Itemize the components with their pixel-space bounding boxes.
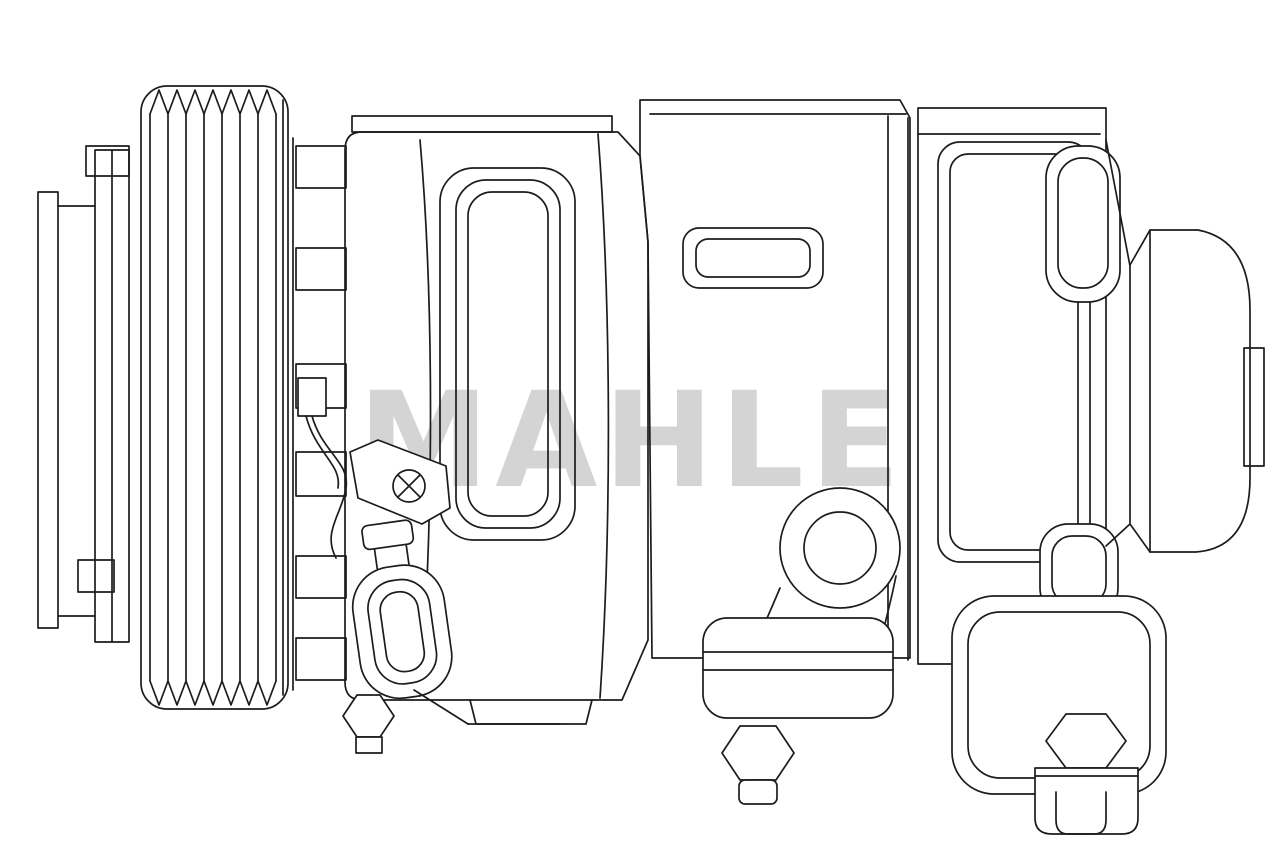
fitting-outline	[951, 595, 1167, 795]
clutch-step	[295, 247, 347, 291]
connector-inner-1	[367, 578, 438, 685]
clutch-step	[295, 555, 347, 599]
lug-outline	[702, 617, 894, 719]
pulley-top-serration	[149, 89, 277, 115]
boss-outline	[682, 227, 824, 289]
fitting-barrel	[1034, 767, 1139, 835]
head-panel-outer	[937, 141, 1091, 563]
bottom-left-bolt	[342, 689, 561, 754]
mounting-plate	[37, 145, 130, 643]
plate-edge-strip	[37, 191, 59, 629]
electrical-connector	[351, 519, 453, 700]
plate-top-tab	[85, 145, 130, 177]
bolt-shank-small	[355, 736, 383, 754]
clutch-lead-wire	[297, 377, 348, 559]
head-panel-inner	[949, 153, 1079, 551]
wire-path-1	[311, 415, 348, 559]
port-flange-inner	[803, 511, 877, 585]
barrel-notch	[1055, 791, 1107, 835]
front-cover-mid	[455, 179, 561, 529]
connector-shell	[351, 564, 453, 700]
pulley-bottom-serration	[149, 680, 277, 706]
cover-bump	[1243, 347, 1265, 467]
boss-inner	[695, 238, 811, 278]
connector-neck	[361, 519, 415, 551]
clutch-step	[295, 637, 347, 681]
cover-outline	[1129, 229, 1251, 553]
connector-inner-2	[379, 590, 426, 673]
connector-stem-left	[373, 545, 379, 570]
cover-link-bottom	[1105, 523, 1131, 547]
ground-screw-bracket	[349, 439, 451, 525]
clutch-step	[295, 451, 347, 497]
poly-v-pulley	[140, 85, 289, 710]
rear-cylinder-head	[907, 107, 1121, 665]
front-cover-inner	[467, 191, 549, 517]
clutch-step	[295, 145, 347, 189]
cover-link-top	[1105, 139, 1131, 267]
bottom-mounting-lug	[702, 617, 894, 805]
end-cover	[1105, 139, 1265, 553]
cylinder-contour-right	[597, 133, 610, 699]
compressor-body	[639, 99, 911, 659]
bolt-shank	[738, 779, 778, 805]
top-mounting-boss	[682, 227, 824, 289]
port-flange	[779, 487, 901, 609]
support-line-1	[413, 689, 469, 725]
screw-cross-2	[397, 474, 421, 498]
port-fitting	[951, 595, 1167, 835]
line-art-root	[37, 85, 1265, 835]
mount-ear-top-inner	[1057, 157, 1109, 289]
clutch-hub	[292, 137, 347, 691]
front-cover-outer	[439, 167, 576, 541]
front-housing-outline	[344, 131, 649, 701]
top-rail	[351, 115, 613, 133]
hex-bolt	[721, 725, 795, 781]
pulley-outline	[140, 85, 289, 710]
wire-anchor-block	[297, 377, 327, 417]
wire-path-2	[305, 415, 340, 489]
plate-bottom-tab	[77, 559, 115, 593]
mount-ear-top	[1045, 145, 1121, 303]
connector-stem-right	[405, 541, 410, 565]
